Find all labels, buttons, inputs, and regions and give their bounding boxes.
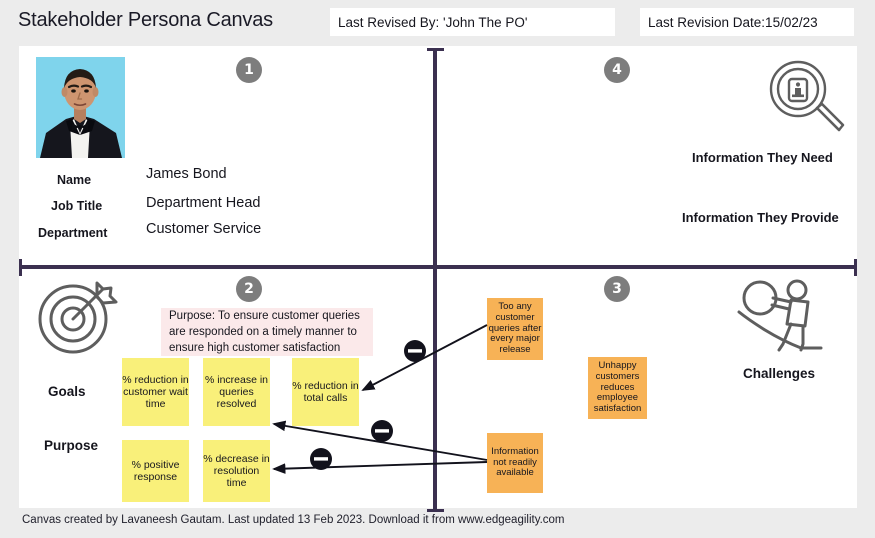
information-they-need-label: Information They Need bbox=[692, 150, 833, 165]
information-they-provide-label: Information They Provide bbox=[682, 210, 839, 225]
persona-photo bbox=[36, 57, 125, 158]
persona-value-name[interactable]: James Bond bbox=[146, 166, 227, 182]
persona-label-job-title: Job Title bbox=[51, 199, 103, 213]
goal-note[interactable]: % reduction in total calls bbox=[292, 358, 359, 426]
divider-cap-top bbox=[427, 48, 444, 51]
last-revised-by-field[interactable]: Last Revised By: 'John The PO' bbox=[330, 8, 615, 36]
quadrant-badge-1: 1 bbox=[236, 57, 262, 83]
last-revision-date-field[interactable]: Last Revision Date:15/02/23 bbox=[640, 8, 854, 36]
canvas-sheet bbox=[19, 46, 857, 508]
persona-value-department[interactable]: Customer Service bbox=[146, 221, 262, 237]
goal-note[interactable]: % reduction in customer wait time bbox=[122, 358, 189, 426]
divider-cap-bottom bbox=[427, 509, 444, 512]
challenge-note[interactable]: Unhappy customers reduces employee satis… bbox=[588, 357, 647, 419]
target-icon bbox=[33, 277, 121, 357]
goal-note[interactable]: % increase in queries resolved bbox=[203, 358, 270, 426]
quadrant-badge-4: 4 bbox=[604, 57, 630, 83]
info-magnifier-icon bbox=[765, 58, 847, 138]
footer-credit: Canvas created by Lavaneesh Gautam. Last… bbox=[22, 514, 565, 526]
persona-label-name: Name bbox=[57, 173, 92, 187]
page-title: Stakeholder Persona Canvas bbox=[18, 9, 273, 31]
challenge-note[interactable]: Information not readily available bbox=[487, 433, 543, 493]
purpose-label: Purpose bbox=[44, 438, 99, 453]
challenges-boulder-icon bbox=[735, 278, 827, 356]
divider-cap-left bbox=[19, 259, 22, 276]
header-bar: Stakeholder Persona Canvas Last Revised … bbox=[0, 0, 875, 46]
persona-label-department: Department bbox=[38, 226, 108, 240]
challenge-note[interactable]: Too any customer queries after every maj… bbox=[487, 298, 543, 360]
quadrant-badge-3: 3 bbox=[604, 276, 630, 302]
quadrant-badge-2: 2 bbox=[236, 276, 262, 302]
divider-cap-right bbox=[854, 259, 857, 276]
vertical-divider bbox=[433, 50, 437, 512]
purpose-note[interactable]: % decrease in resolution time bbox=[203, 440, 270, 502]
challenges-label: Challenges bbox=[743, 366, 816, 381]
purpose-statement-note[interactable]: Purpose: To ensure customer queries are … bbox=[161, 308, 373, 356]
persona-value-job-title[interactable]: Department Head bbox=[146, 195, 261, 211]
horizontal-divider bbox=[19, 265, 857, 269]
goals-label: Goals bbox=[48, 384, 86, 399]
purpose-note[interactable]: % positive response bbox=[122, 440, 189, 502]
